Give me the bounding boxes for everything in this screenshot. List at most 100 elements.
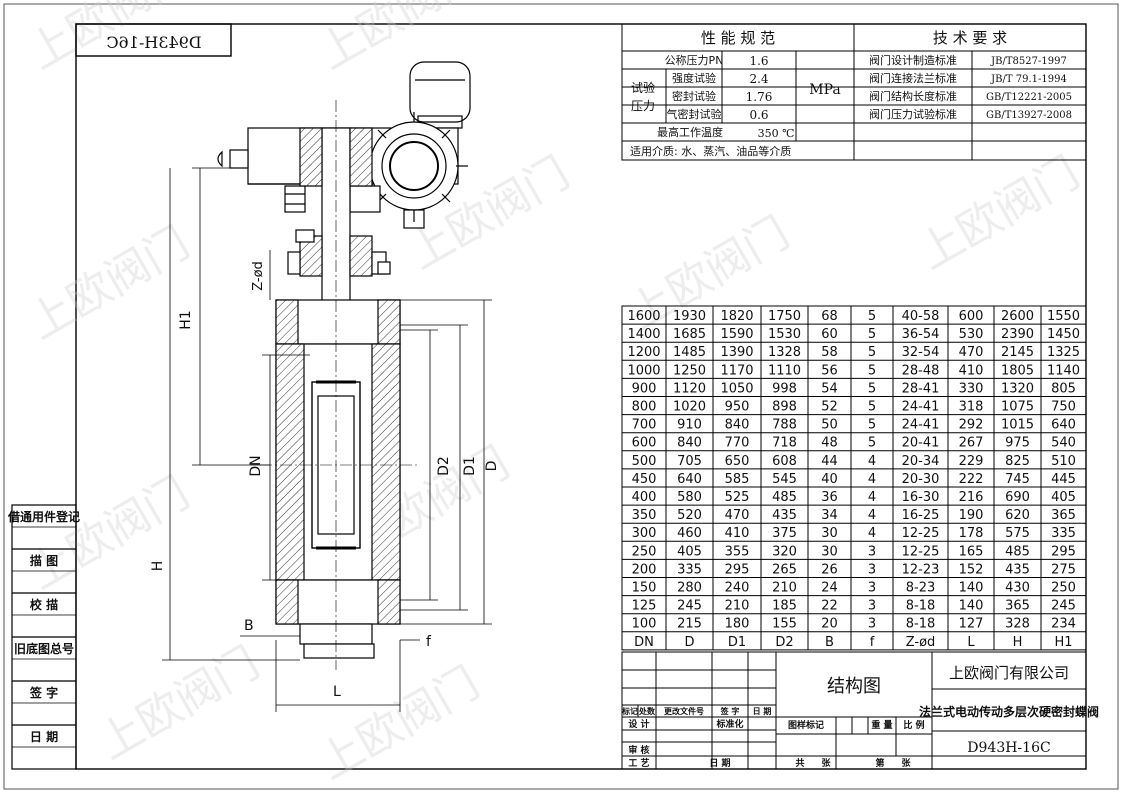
label-dn: DN — [248, 455, 264, 476]
dim-cell: 375 — [772, 526, 797, 541]
strength-test-value: 2.4 — [749, 72, 768, 86]
dim-cell: 745 — [1005, 472, 1030, 487]
dim-cell: 405 — [677, 544, 702, 559]
dim-cell: 600 — [632, 436, 657, 451]
dim-cell: 4 — [868, 472, 876, 487]
label-h: H — [150, 561, 166, 572]
dim-cell: 20-30 — [902, 472, 940, 487]
dim-cell: 410 — [959, 363, 984, 378]
dim-cell: 1170 — [720, 363, 753, 378]
svg-text:图样标记: 图样标记 — [788, 719, 824, 731]
dim-cell: 460 — [677, 526, 702, 541]
dim-header: Z-ød — [906, 635, 936, 650]
dim-cell: 44 — [821, 454, 838, 469]
dim-cell: 60 — [821, 327, 838, 342]
dim-cell: 245 — [1051, 599, 1076, 614]
dim-cell: 28-41 — [902, 381, 940, 396]
dim-cell: 365 — [1051, 508, 1076, 523]
dim-cell: 350 — [632, 508, 657, 523]
label-d: D — [484, 461, 500, 472]
svg-text:日 期: 日 期 — [709, 757, 730, 769]
dim-cell: 8-18 — [906, 617, 936, 632]
dim-cell: 430 — [1005, 581, 1030, 596]
dim-cell: 30 — [821, 526, 838, 541]
dim-cell: 330 — [959, 381, 984, 396]
dim-cell: 1015 — [1001, 418, 1034, 433]
dim-cell: 470 — [725, 508, 750, 523]
seal-test-value: 1.76 — [746, 90, 773, 104]
dim-cell: 770 — [725, 436, 750, 451]
dim-cell: 1750 — [768, 309, 801, 324]
dim-cell: 800 — [632, 400, 657, 415]
dim-cell: 58 — [821, 345, 838, 360]
dim-cell: 335 — [677, 562, 702, 577]
valve-drawing — [217, 61, 471, 670]
dim-cell: 1120 — [673, 381, 706, 396]
tech-row-4-value: GB/T13927-2008 — [986, 110, 1072, 121]
dim-cell: 267 — [959, 436, 984, 451]
dim-cell: 40 — [821, 472, 838, 487]
svg-text:重 量: 重 量 — [871, 719, 892, 731]
model-stamp: D943H-16C — [75, 23, 232, 57]
performance-spec-table — [621, 23, 1087, 161]
dim-cell: 545 — [772, 472, 797, 487]
dim-cell: 1250 — [673, 363, 706, 378]
tech-row-2-label: 阀门连接法兰标准 — [869, 71, 957, 85]
svg-text:上欧阀门: 上欧阀门 — [20, 467, 198, 599]
dim-cell: 234 — [1051, 617, 1076, 632]
dim-cell: 12-23 — [902, 562, 940, 577]
dim-cell: 125 — [632, 599, 657, 614]
dim-cell: 1400 — [627, 327, 660, 342]
dim-cell: 3 — [868, 562, 876, 577]
svg-text:上欧阀门: 上欧阀门 — [90, 637, 268, 769]
dim-cell: 5 — [868, 327, 876, 342]
svg-text:共: 共 — [795, 757, 804, 769]
dim-cell: 435 — [1005, 562, 1030, 577]
dim-cell: 405 — [1051, 490, 1076, 505]
product-name: 法兰式电动传动多层次硬密封蝶阀 — [919, 704, 1099, 719]
dim-cell: 485 — [1005, 544, 1030, 559]
dim-cell: 185 — [772, 599, 797, 614]
dim-cell: 5 — [868, 309, 876, 324]
performance-spec-text: 性 能 规 范 技 术 要 求 公称压力PN 1.6 试验 压力 强度试验 2.… — [630, 29, 1072, 158]
dim-cell: 910 — [677, 418, 702, 433]
dim-cell: 410 — [725, 526, 750, 541]
dim-cell: 48 — [821, 436, 838, 451]
dim-cell: 470 — [959, 345, 984, 360]
dim-cell: 240 — [725, 581, 750, 596]
dim-cell: 1530 — [768, 327, 801, 342]
dim-cell: 155 — [772, 617, 797, 632]
dim-cell: 216 — [959, 490, 984, 505]
dim-cell: 2390 — [1001, 327, 1034, 342]
dim-cell: 485 — [772, 490, 797, 505]
label-d1: D1 — [462, 456, 478, 476]
dim-cell: 295 — [725, 562, 750, 577]
dim-cell: 600 — [959, 309, 984, 324]
pressure-unit: MPa — [809, 82, 840, 98]
label-l: L — [333, 684, 341, 700]
svg-text:设 计: 设 计 — [628, 718, 649, 730]
label-zd: Z-ød — [251, 261, 266, 291]
dim-header: B — [825, 635, 834, 650]
dim-cell: 1390 — [720, 345, 753, 360]
dim-header: f — [870, 635, 875, 650]
dim-cell: 20 — [821, 617, 838, 632]
dim-cell: 280 — [677, 581, 702, 596]
dim-cell: 68 — [821, 309, 838, 324]
dim-cell: 1050 — [720, 381, 753, 396]
actuator-motor — [409, 61, 471, 123]
dim-cell: 1140 — [1047, 363, 1080, 378]
dimension-labels: H1 H DN Z-ød D2 D1 D B L f — [150, 261, 500, 700]
tech-title: 技 术 要 求 — [933, 29, 1007, 47]
dim-cell: 1000 — [627, 363, 660, 378]
dim-cell: 690 — [1005, 490, 1030, 505]
dim-cell: 435 — [772, 508, 797, 523]
dim-cell: 700 — [632, 418, 657, 433]
dim-header: DN — [634, 635, 654, 650]
dim-cell: 36-54 — [902, 327, 940, 342]
max-temp-value: 350 ℃ — [758, 127, 795, 140]
svg-text:处数: 处数 — [638, 706, 656, 716]
dim-cell: 8-18 — [906, 599, 936, 614]
